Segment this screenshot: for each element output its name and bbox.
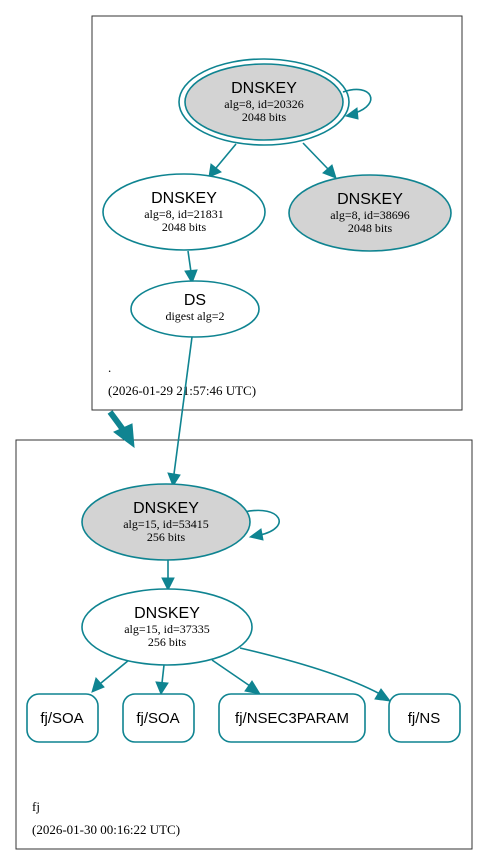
node-root-zsk2-line2: 2048 bits [348, 221, 393, 235]
arrowhead [155, 681, 169, 696]
node-fj-zsk[interactable]: DNSKEY alg=15, id=37335 256 bits [81, 588, 253, 666]
edge-zsk-soa2 [161, 664, 165, 684]
arrowhead [113, 423, 135, 449]
arrowhead [91, 676, 105, 693]
node-root-zsk1-line1: alg=8, id=21831 [144, 207, 224, 221]
record-nsec3param-label: fj/NSEC3PARAM [235, 710, 349, 727]
edge-zsk-soa1 [100, 659, 130, 684]
edge-root-ksk-zsk1 [215, 143, 237, 169]
node-root-zsk1-line2: 2048 bits [162, 220, 207, 234]
record-soa-2-shape [122, 693, 195, 743]
node-root-zsk2-title: DNSKEY [337, 191, 403, 208]
edge-zsk-nsec3param [211, 659, 251, 687]
arrowhead [167, 472, 181, 488]
record-soa-2-label: fj/SOA [136, 710, 179, 727]
record-nsec3param-shape [218, 693, 366, 743]
node-fj-ksk-title: DNSKEY [133, 500, 199, 517]
arrowhead [248, 528, 264, 541]
arrowhead [208, 163, 222, 178]
node-ds[interactable]: DS digest alg=2 [130, 280, 260, 338]
node-root-ksk-outer-ring [178, 58, 350, 146]
arrowhead [184, 269, 198, 285]
node-fj-zsk-shape [81, 588, 253, 666]
record-soa-1-shape [26, 693, 99, 743]
node-ds-line1: digest alg=2 [165, 309, 224, 323]
edge-ds-fj-ksk [173, 336, 193, 475]
node-root-ksk-line1: alg=8, id=20326 [224, 97, 304, 111]
arrowhead [374, 688, 392, 702]
zone-fj-frame [15, 439, 473, 850]
zone-root-timestamp: (2026-01-29 21:57:46 UTC) [108, 383, 256, 398]
edge-zsk-ns [239, 647, 381, 695]
node-fj-zsk-line1: alg=15, id=37335 [124, 622, 210, 636]
node-fj-zsk-title: DNSKEY [134, 605, 200, 622]
node-root-zsk1-shape [102, 173, 266, 251]
record-nsec3param[interactable]: fj/NSEC3PARAM [218, 693, 366, 743]
node-root-ksk-line2: 2048 bits [242, 110, 287, 124]
arrowhead [344, 107, 359, 120]
edge-zsk1-ds [187, 250, 192, 273]
node-root-zsk2-shape [288, 174, 452, 252]
zone-fj-timestamp: (2026-01-30 00:16:22 UTC) [32, 822, 180, 837]
arrowhead [161, 577, 175, 592]
node-ds-shape [130, 280, 260, 338]
node-fj-ksk[interactable]: DNSKEY alg=15, id=53415 256 bits [81, 483, 251, 561]
zone-root-name: . [108, 360, 111, 375]
node-root-ksk-shape [184, 63, 344, 141]
edge-fj-ksk-self [243, 509, 280, 536]
edge-root-ksk-zsk2 [302, 142, 329, 170]
record-ns[interactable]: fj/NS [388, 693, 461, 743]
node-root-ksk[interactable]: DNSKEY alg=8, id=20326 2048 bits [178, 58, 350, 146]
zone-fj: fj (2026-01-30 00:16:22 UTC) [15, 439, 473, 850]
record-soa-2[interactable]: fj/SOA [122, 693, 195, 743]
arrowhead [244, 680, 262, 695]
record-soa-1[interactable]: fj/SOA [26, 693, 99, 743]
node-fj-ksk-shape [81, 483, 251, 561]
node-root-zsk1[interactable]: DNSKEY alg=8, id=21831 2048 bits [102, 173, 266, 251]
node-root-zsk2-line1: alg=8, id=38696 [330, 208, 410, 222]
node-root-ksk-title: DNSKEY [231, 80, 297, 97]
edge-root-ksk-self [342, 88, 372, 114]
record-soa-1-label: fj/SOA [40, 710, 83, 727]
node-root-zsk1-title: DNSKEY [151, 190, 217, 207]
arrowhead [322, 164, 337, 179]
node-root-zsk2[interactable]: DNSKEY alg=8, id=38696 2048 bits [288, 174, 452, 252]
record-ns-label: fj/NS [408, 710, 441, 727]
zone-fj-name: fj [32, 799, 40, 814]
edges [91, 88, 392, 702]
node-fj-ksk-line1: alg=15, id=53415 [123, 517, 209, 531]
node-fj-zsk-line2: 256 bits [148, 635, 187, 649]
node-ds-title: DS [184, 292, 206, 309]
node-fj-ksk-line2: 256 bits [147, 530, 186, 544]
record-ns-shape [388, 693, 461, 743]
